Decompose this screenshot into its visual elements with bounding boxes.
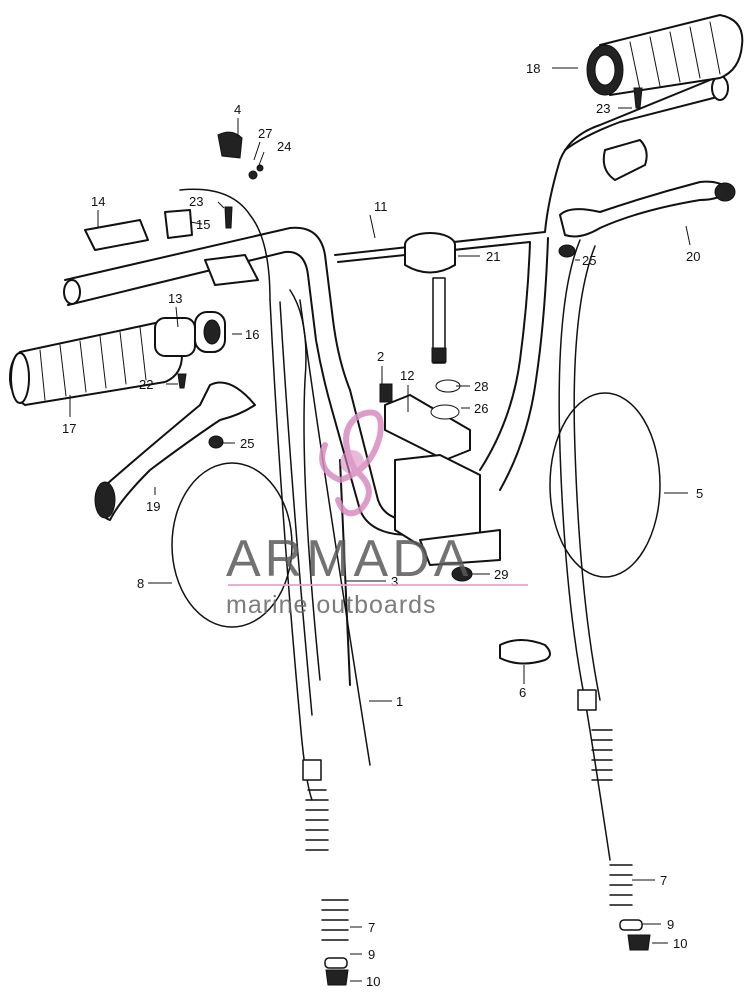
stem-bolt [404,232,456,364]
label-25b: 25 [582,253,596,268]
throttle-assembly [154,311,226,357]
label-10a: 10 [366,974,380,989]
right-grip [586,14,744,96]
label-23b: 23 [596,101,610,116]
leader-lines [69,67,691,982]
label-25a: 25 [240,436,254,451]
label-3: 3 [391,574,398,589]
label-7b: 7 [660,873,667,888]
watermark-title: ARMADA [226,530,472,588]
label-9b: 9 [667,917,674,932]
label-18: 18 [526,61,540,76]
label-21: 21 [486,249,500,264]
label-26: 26 [474,401,488,416]
label-23a: 23 [189,194,203,209]
part-numbers: 1 2 3 4 5 6 7 7 8 9 9 10 10 11 12 13 14 … [62,61,703,989]
label-17: 17 [62,421,76,436]
cables [171,188,661,861]
left-adjuster [302,759,349,986]
watermark: ARMADA marine outboards [226,409,528,619]
label-6: 6 [519,685,526,700]
label-9a: 9 [368,947,375,962]
label-29: 29 [494,567,508,582]
label-2: 2 [377,349,384,364]
label-24: 24 [277,139,291,154]
label-11: 11 [374,199,388,214]
label-19: 19 [146,499,160,514]
label-1: 1 [396,694,403,709]
label-7a: 7 [368,920,375,935]
top-bridge [384,379,501,566]
right-lever [559,139,736,238]
label-15: 15 [196,217,210,232]
left-lever [94,381,256,521]
label-14: 14 [91,194,105,209]
label-28: 28 [474,379,488,394]
label-5: 5 [696,486,703,501]
label-27: 27 [258,126,272,141]
label-10b: 10 [673,936,687,951]
watermark-subtitle: marine outboards [226,591,437,619]
label-4: 4 [234,102,241,117]
label-8: 8 [137,576,144,591]
left-grip [9,321,183,406]
label-20: 20 [686,249,700,264]
watermark-logo [319,409,384,517]
label-13: 13 [168,291,182,306]
switch-housing [84,209,259,286]
label-16: 16 [245,327,259,342]
label-12: 12 [400,368,414,383]
handlebar [63,75,729,536]
right-adjuster [577,689,651,951]
small-parts [177,87,643,665]
label-22: 22 [139,377,153,392]
